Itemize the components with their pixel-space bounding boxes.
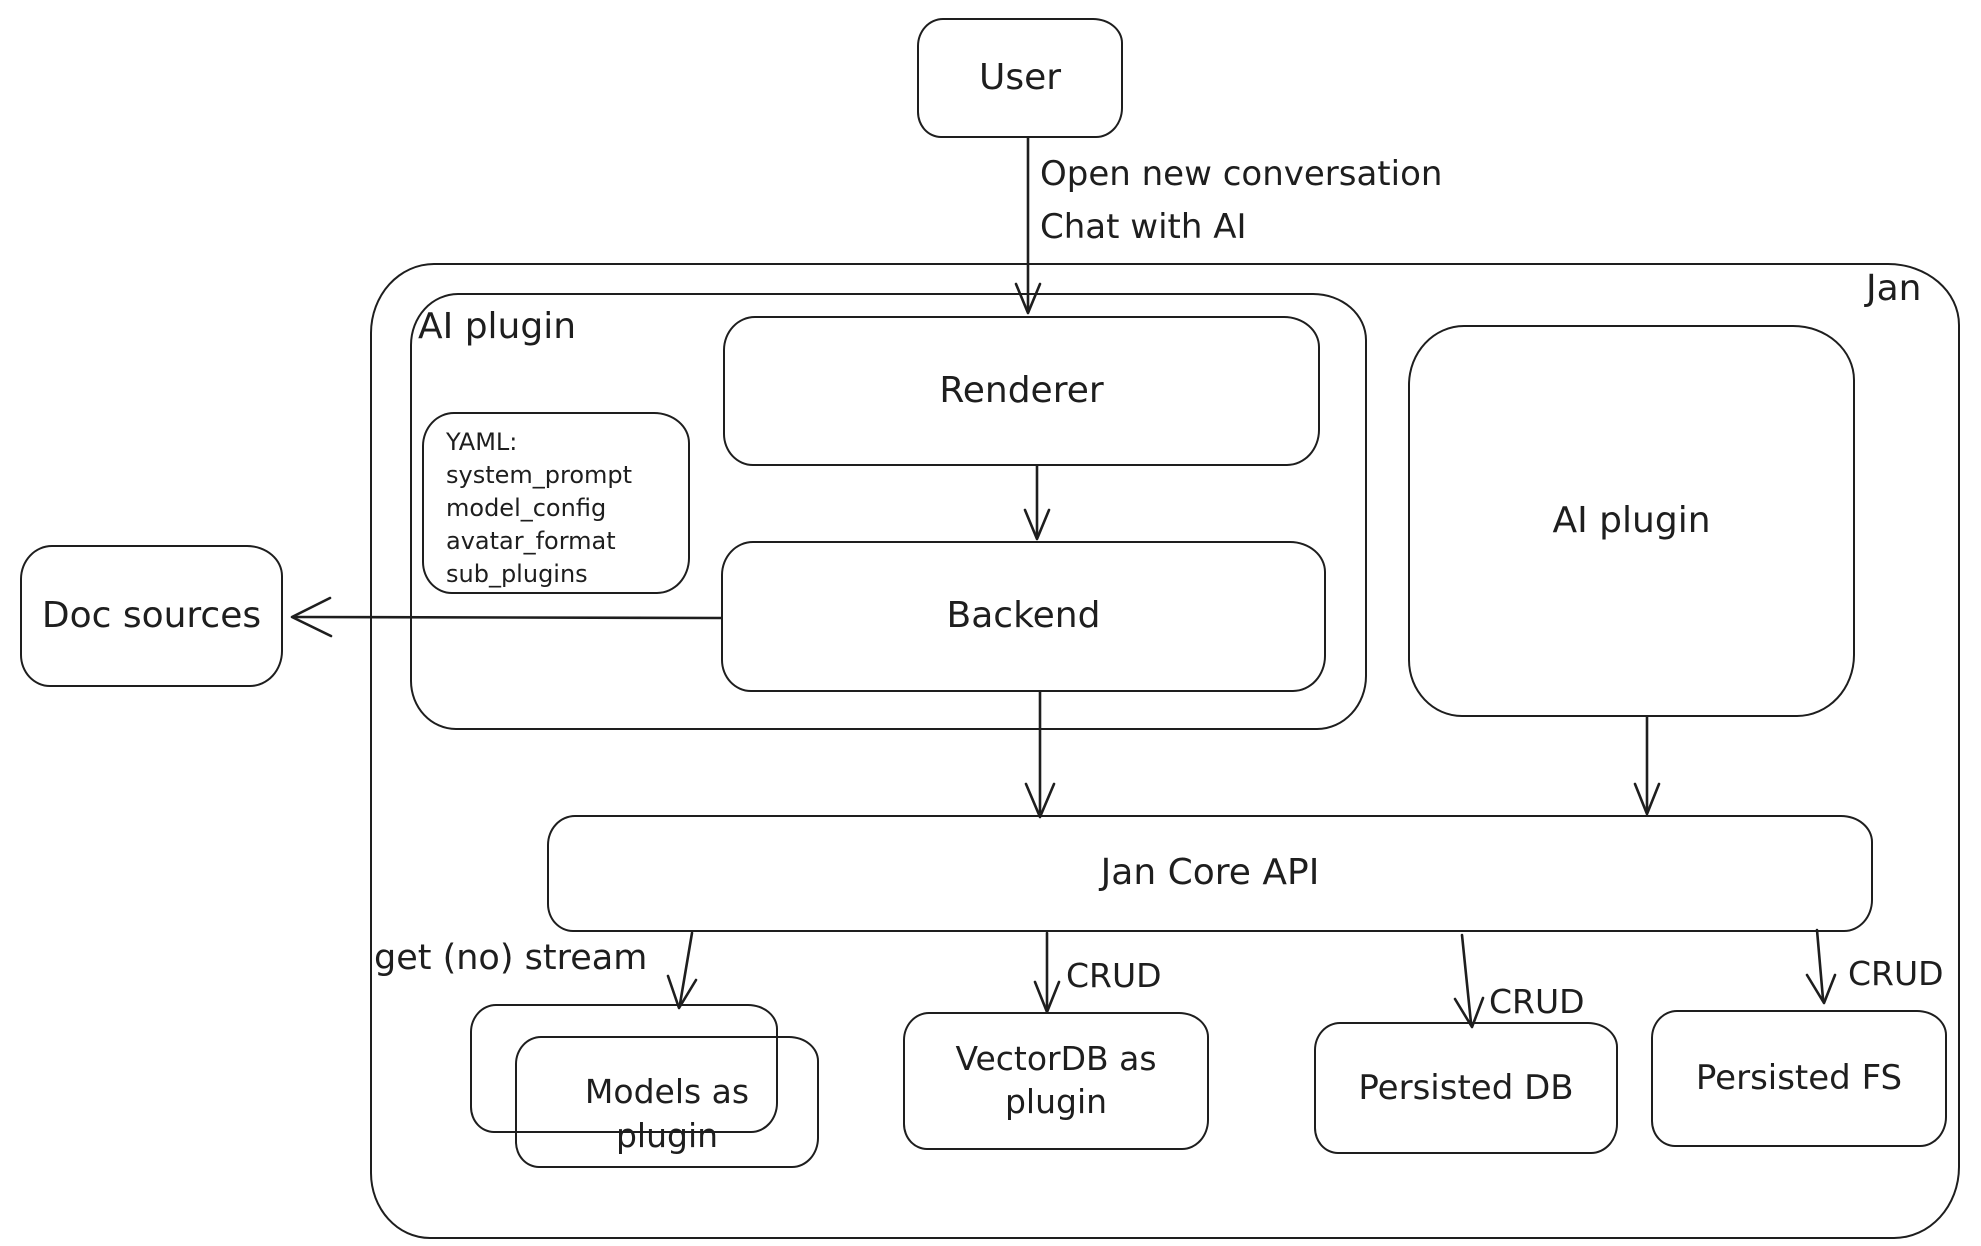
- vectordb-as-plugin-node: VectorDB as plugin: [903, 1012, 1209, 1150]
- persisted-db-label: Persisted DB: [1358, 1067, 1574, 1108]
- yaml-note: YAML: system_prompt model_config avatar_…: [422, 412, 690, 594]
- yaml-note-text: YAML: system_prompt model_config avatar_…: [446, 428, 633, 589]
- jan-core-api-node: Jan Core API: [547, 815, 1873, 932]
- crud-vectordb-edge-label: CRUD: [1066, 956, 1162, 995]
- vectordb-as-plugin-label: VectorDB as plugin: [955, 1039, 1157, 1121]
- renderer-node: Renderer: [723, 316, 1320, 466]
- renderer-label: Renderer: [939, 369, 1104, 411]
- persisted-db-node: Persisted DB: [1314, 1022, 1618, 1154]
- models-as-plugin-label: Models as plugin: [584, 1072, 750, 1155]
- persisted-fs-node: Persisted FS: [1651, 1010, 1947, 1147]
- ai-plugin-node: AI plugin: [1408, 325, 1855, 717]
- jan-container-label: Jan: [1866, 268, 1922, 309]
- open-conversation-edge-label: Open new conversation Chat with AI: [1040, 154, 1443, 247]
- user-node: User: [917, 18, 1123, 138]
- backend-label: Backend: [946, 595, 1101, 637]
- get-no-stream-edge-label: get (no) stream: [374, 938, 648, 978]
- ai-plugin-container-label: AI plugin: [418, 306, 577, 347]
- doc-sources-node: Doc sources: [20, 545, 283, 687]
- user-label: User: [978, 56, 1062, 98]
- models-as-plugin-front-box: [515, 1036, 819, 1168]
- backend-node: Backend: [721, 541, 1326, 692]
- ai-plugin-container-box: [410, 293, 1367, 730]
- jan-core-api-label: Jan Core API: [1100, 852, 1320, 894]
- ai-plugin-label: AI plugin: [1552, 499, 1711, 541]
- persisted-fs-label: Persisted FS: [1695, 1058, 1903, 1099]
- jan-container-box: [370, 263, 1960, 1239]
- models-as-plugin-back-box: [470, 1004, 778, 1133]
- crud-persisted-fs-edge-label: CRUD: [1848, 954, 1944, 993]
- doc-sources-label: Doc sources: [41, 594, 262, 636]
- crud-persisted-db-edge-label: CRUD: [1489, 982, 1585, 1021]
